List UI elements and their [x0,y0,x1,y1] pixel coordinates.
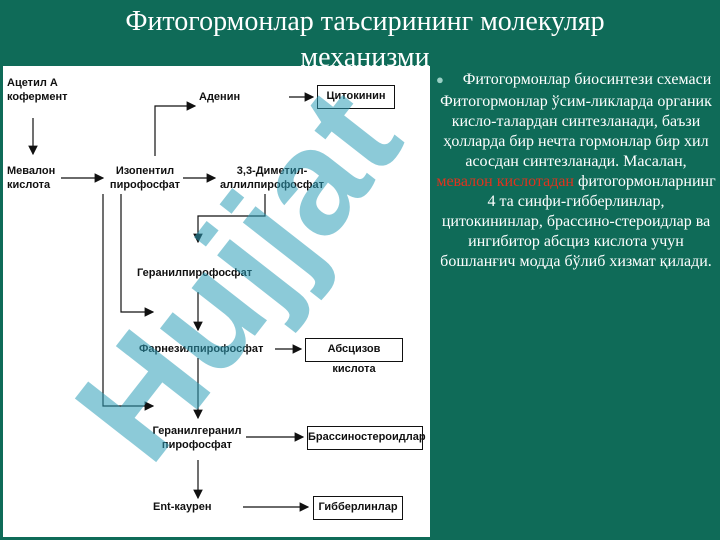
node-geranil: Геранилпирофосфат [137,267,253,279]
node-brassino: Брассиностероидлар [307,426,426,450]
bullet-dot-icon: ● [436,72,444,87]
biosynthesis-diagram: Ацетил А кофермент Аденин Цитокинин Мева… [3,66,430,537]
node-isopentil: Изопентил пирофосфат [109,165,181,191]
arrow-dimetil-geranil [193,194,266,244]
paragraph-before: Фитогормонлар ўсим-ликларда органик кисл… [440,93,712,170]
arrow-isopentil-geranilgeranil [102,194,155,411]
bullet-item: ● Фитогормонлар биосинтези схемаси [436,70,716,90]
diagram-arrows [28,92,315,512]
arrow-isopentil-farnezil [120,194,155,317]
paragraph-after: фитогормонларнинг 4 та синфи-гибберлинла… [440,173,716,270]
node-abscis: Абсцизов кислота [305,338,403,375]
arrow-isopentil-adenin [154,101,197,156]
node-farnezil: Фарнезилпирофосфат [139,343,264,355]
paragraph-highlight: мевалон кислотадан [436,173,574,190]
slide-title: Фитогормонлар таъсирининг молекуляр меха… [125,6,605,73]
node-acetyl: Ацетил А кофермент [7,77,68,103]
node-ent: Ent-каурен [153,501,212,513]
paragraph: Фитогормонлар ўсим-ликларда органик кисл… [436,92,716,272]
node-adenin: Аденин [199,91,241,103]
node-citokinin: Цитокинин [317,85,395,109]
node-gibberellin: Гибберлинлар [313,496,403,520]
text-panel: ● Фитогормонлар биосинтези схемаси Фитог… [436,70,716,272]
node-dimetil: 3,3-Диметил-аллилпирофосфат [220,165,324,191]
bullet-text: Фитогормонлар биосинтези схемаси [462,71,712,88]
node-geranilgeranil: Геранилгеранил пирофосфат [152,425,242,451]
node-mevalon: Мевалон кислота [7,165,56,191]
